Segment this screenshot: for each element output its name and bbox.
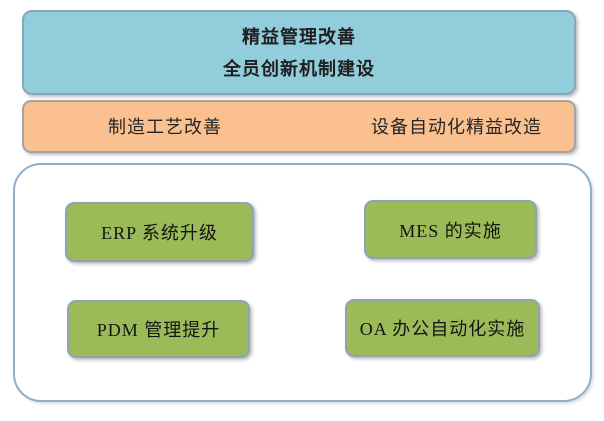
banner-line-lean-management: 精益管理改善 [242, 26, 356, 47]
mes-implementation-box: MES 的实施 [364, 200, 537, 259]
oa-automation-label: OA 办公自动化实施 [359, 319, 526, 339]
oa-automation-box: OA 办公自动化实施 [345, 299, 540, 357]
equipment-automation-label: 设备自动化精益改造 [371, 116, 542, 137]
process-improvement-band: 制造工艺改善 设备自动化精益改造 [22, 100, 576, 153]
management-improvement-banner: 精益管理改善 全员创新机制建设 [22, 10, 576, 95]
mes-implementation-label: MES 的实施 [399, 220, 502, 241]
erp-upgrade-box: ERP 系统升级 [65, 202, 254, 262]
manufacturing-process-label: 制造工艺改善 [108, 116, 222, 137]
it-systems-panel: ERP 系统升级 MES 的实施 PDM 管理提升 OA 办公自动化实施 [13, 163, 592, 402]
erp-upgrade-label: ERP 系统升级 [101, 223, 218, 243]
pdm-improvement-label: PDM 管理提升 [96, 320, 221, 340]
banner-line-innovation-mechanism: 全员创新机制建设 [223, 58, 375, 79]
pdm-improvement-box: PDM 管理提升 [67, 300, 250, 358]
